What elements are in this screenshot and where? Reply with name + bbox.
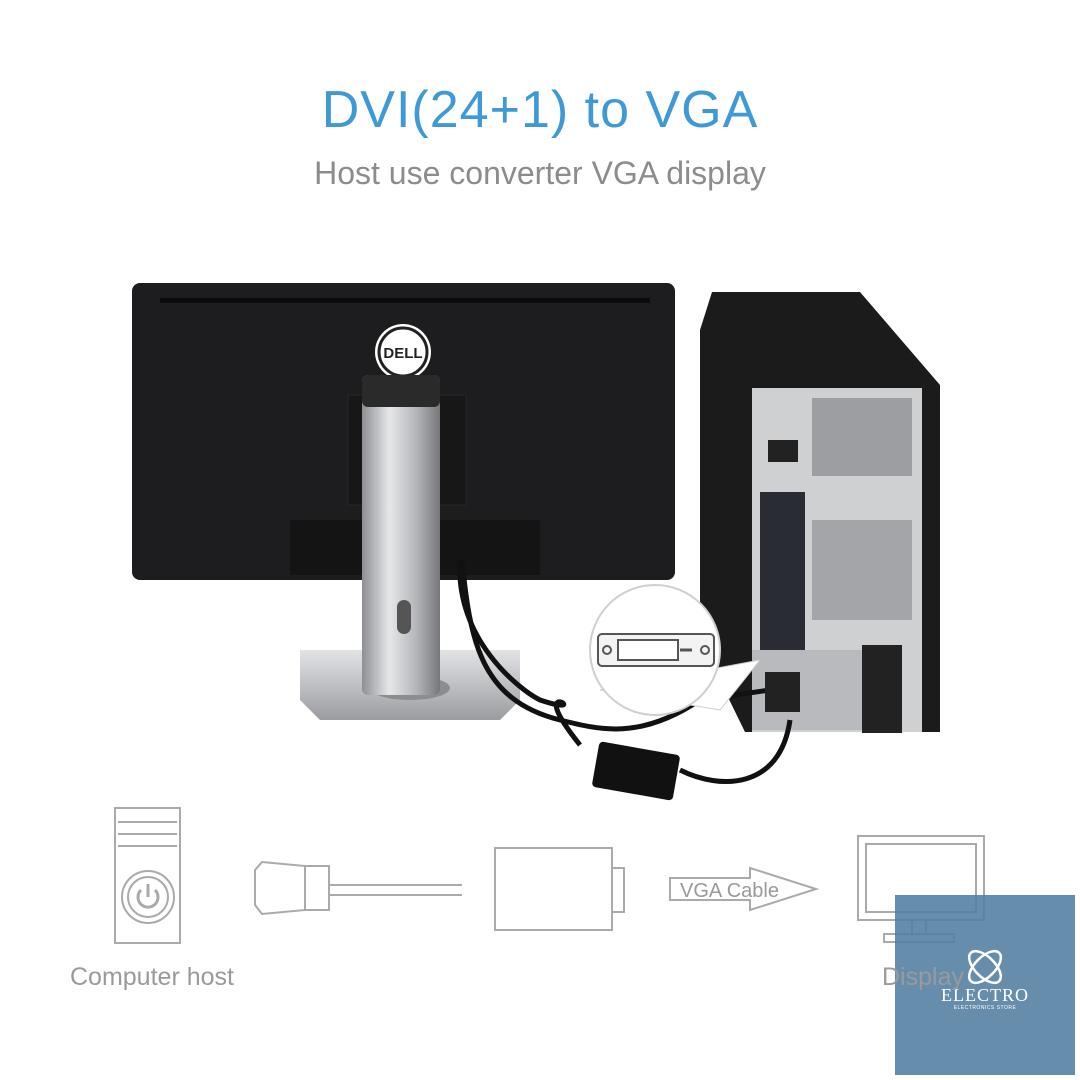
watermark-tagline: ELECTRONICS STORE bbox=[953, 1005, 1017, 1011]
monitor: DELL bbox=[132, 283, 675, 720]
computer-tower bbox=[700, 292, 940, 733]
adapter-icon bbox=[494, 847, 613, 931]
computer-host-icon bbox=[114, 807, 181, 944]
atom-logo-icon bbox=[967, 949, 1003, 985]
cable-label: VGA Cable bbox=[680, 880, 779, 902]
power-icon bbox=[136, 884, 160, 909]
dvi-port-callout bbox=[589, 584, 762, 716]
vga-connector-icon bbox=[254, 860, 306, 916]
dell-logo-text: DELL bbox=[383, 345, 422, 362]
page-title: DVI(24+1) to VGA bbox=[321, 81, 759, 139]
host-label: Computer host bbox=[70, 963, 234, 991]
watermark-name: ELECTRO bbox=[941, 985, 1029, 1005]
dell-logo bbox=[375, 324, 431, 380]
arrow-icon bbox=[669, 866, 820, 912]
connection-diagram bbox=[114, 807, 985, 944]
display-label: Display bbox=[882, 963, 964, 991]
store-watermark: ELECTRO ELECTRONICS STORE bbox=[895, 895, 1075, 1075]
page-subtitle: Host use converter VGA display bbox=[314, 155, 766, 191]
adapter bbox=[592, 741, 680, 801]
